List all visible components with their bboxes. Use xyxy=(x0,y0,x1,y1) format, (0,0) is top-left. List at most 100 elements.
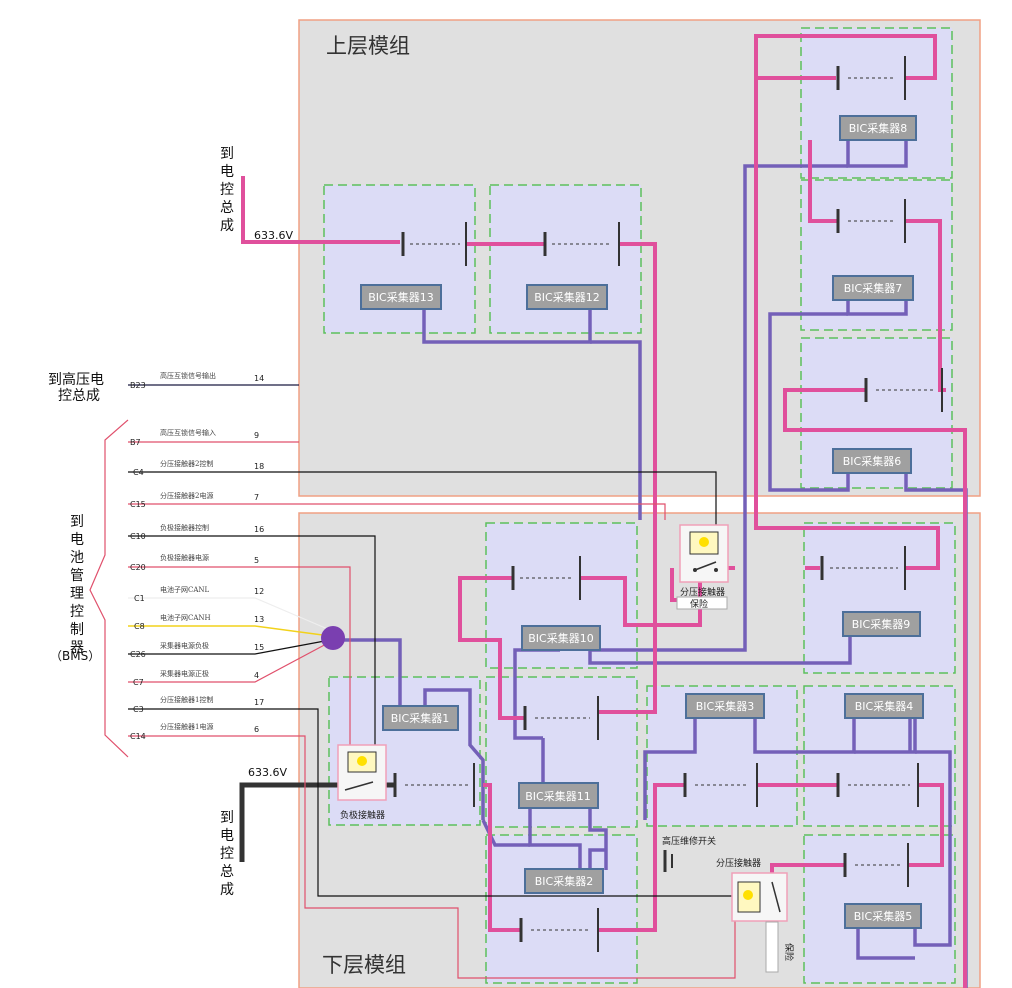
svg-text:池: 池 xyxy=(70,550,84,566)
pack-13 xyxy=(323,184,476,334)
connector-labels: B23 高压互锁信号输出 14 B7 高压互锁信号输入 9 C4 分压接触器2控… xyxy=(130,371,264,741)
svg-text:17: 17 xyxy=(254,698,264,707)
pack-8 xyxy=(800,27,953,179)
battery-12 xyxy=(543,222,620,266)
svg-text:C3: C3 xyxy=(133,705,144,714)
svg-text:C1: C1 xyxy=(134,594,145,603)
svg-text:C15: C15 xyxy=(130,500,146,509)
svg-text:C26: C26 xyxy=(130,650,146,659)
svg-text:负极接触器控制: 负极接触器控制 xyxy=(160,523,209,532)
svg-text:9: 9 xyxy=(254,431,259,440)
bic-box-8 xyxy=(839,115,917,141)
bic-label-3: BIC采集器3 xyxy=(696,699,754,713)
bic-box-2 xyxy=(524,868,604,894)
svg-text:分压接触器1控制: 分压接触器1控制 xyxy=(160,695,213,704)
bic-label-11: BIC采集器11 xyxy=(525,789,590,803)
bic-box-3 xyxy=(685,693,765,719)
battery-cells xyxy=(393,56,943,952)
hv-service-switch-label: 高压维修开关 xyxy=(662,835,716,847)
lower-voltage-label: 633.6V xyxy=(248,766,287,779)
bic-box-7 xyxy=(832,275,914,301)
comm-wires xyxy=(333,140,968,988)
battery-8 xyxy=(836,56,906,100)
battery-9 xyxy=(820,546,906,590)
svg-text:电: 电 xyxy=(220,164,234,180)
fuse-upper-box xyxy=(676,596,728,610)
to-hv-control-line1: 到高压电 xyxy=(48,371,104,388)
battery-7 xyxy=(836,199,906,243)
hv-wires xyxy=(241,34,967,988)
svg-text:电池子网CANL: 电池子网CANL xyxy=(160,585,210,594)
svg-text:成: 成 xyxy=(220,218,234,234)
svg-text:7: 7 xyxy=(254,493,259,502)
battery-2 xyxy=(519,908,599,952)
svg-text:高压互锁信号输入: 高压互锁信号输入 xyxy=(160,428,216,437)
svg-text:控: 控 xyxy=(220,182,234,198)
battery-3 xyxy=(683,763,758,807)
svg-text:采集器电源正极: 采集器电源正极 xyxy=(160,669,209,678)
svg-text:高压互锁信号输出: 高压互锁信号输出 xyxy=(160,371,216,380)
svg-text:15: 15 xyxy=(254,643,264,652)
upper-module-title: 上层模组 xyxy=(326,34,410,58)
svg-text:控: 控 xyxy=(70,604,84,620)
split-contactor-lower-label: 分压接触器 xyxy=(716,857,761,869)
svg-text:6: 6 xyxy=(254,725,259,734)
pack-9 xyxy=(803,522,956,674)
svg-text:到: 到 xyxy=(220,146,234,162)
svg-text:总: 总 xyxy=(220,200,234,216)
bic-box-13 xyxy=(360,284,442,310)
svg-text:C20: C20 xyxy=(130,563,146,572)
battery-5 xyxy=(843,843,909,887)
bic-label-13: BIC采集器13 xyxy=(368,290,433,304)
battery-10 xyxy=(511,556,581,600)
svg-text:C14: C14 xyxy=(130,732,146,741)
battery-11 xyxy=(523,696,599,740)
pack-boxes xyxy=(323,27,956,984)
to-bms-label: 到 电 池 管 理 控 制 器 （BMS） xyxy=(50,514,100,663)
bic-box-6 xyxy=(832,448,912,474)
svg-text:管: 管 xyxy=(70,568,84,584)
svg-text:5: 5 xyxy=(254,556,259,565)
svg-text:理: 理 xyxy=(70,586,84,602)
svg-text:C4: C4 xyxy=(133,468,144,477)
battery-13 xyxy=(401,222,467,266)
bic-label-6: BIC采集器6 xyxy=(843,454,901,468)
battery-6 xyxy=(864,368,943,412)
svg-text:分压接触器2控制: 分压接触器2控制 xyxy=(160,459,213,468)
svg-text:负极接触器电源: 负极接触器电源 xyxy=(160,553,209,562)
bic-label-9: BIC采集器9 xyxy=(852,617,910,631)
to-control-upper: 到 电 控 总 成 xyxy=(220,146,234,234)
svg-text:12: 12 xyxy=(254,587,264,596)
svg-text:13: 13 xyxy=(254,615,264,624)
svg-text:采集器电源负极: 采集器电源负极 xyxy=(160,641,209,650)
fuse-lower-label: 保险 xyxy=(783,943,795,961)
svg-text:电: 电 xyxy=(220,828,234,844)
svg-text:（BMS）: （BMS） xyxy=(50,649,100,663)
bic-label-12: BIC采集器12 xyxy=(534,290,599,304)
bic-label-7: BIC采集器7 xyxy=(844,281,902,295)
svg-text:到: 到 xyxy=(70,514,84,530)
bic-label-4: BIC采集器4 xyxy=(855,699,913,713)
lower-module-title: 下层模组 xyxy=(322,953,406,977)
pack-7 xyxy=(800,179,953,331)
bms-brace xyxy=(89,419,129,758)
bic-label-1: BIC采集器1 xyxy=(391,711,449,725)
svg-text:C8: C8 xyxy=(134,622,145,631)
bic-label-2: BIC采集器2 xyxy=(535,874,593,888)
svg-text:4: 4 xyxy=(254,671,259,680)
split-contactor-upper xyxy=(679,524,729,583)
connector-rows xyxy=(128,384,741,979)
svg-text:14: 14 xyxy=(254,374,264,383)
bic-box-1 xyxy=(382,705,459,731)
split-contactor-lower xyxy=(731,872,788,922)
svg-text:分压接触器1电源: 分压接触器1电源 xyxy=(160,722,213,731)
bic-boxes xyxy=(360,115,924,929)
fuse-lower-box xyxy=(765,921,779,973)
fuse-upper-label: 保险 xyxy=(690,598,708,610)
bic-labels: BIC采集器13 BIC采集器12 BIC采集器8 BIC采集器7 BIC采集器… xyxy=(368,121,913,923)
battery-1 xyxy=(393,763,475,807)
upper-voltage-label: 633.6V xyxy=(254,229,293,242)
to-hv-control-line2: 控总成 xyxy=(58,388,100,404)
svg-text:总: 总 xyxy=(220,864,234,880)
svg-text:18: 18 xyxy=(254,462,264,471)
